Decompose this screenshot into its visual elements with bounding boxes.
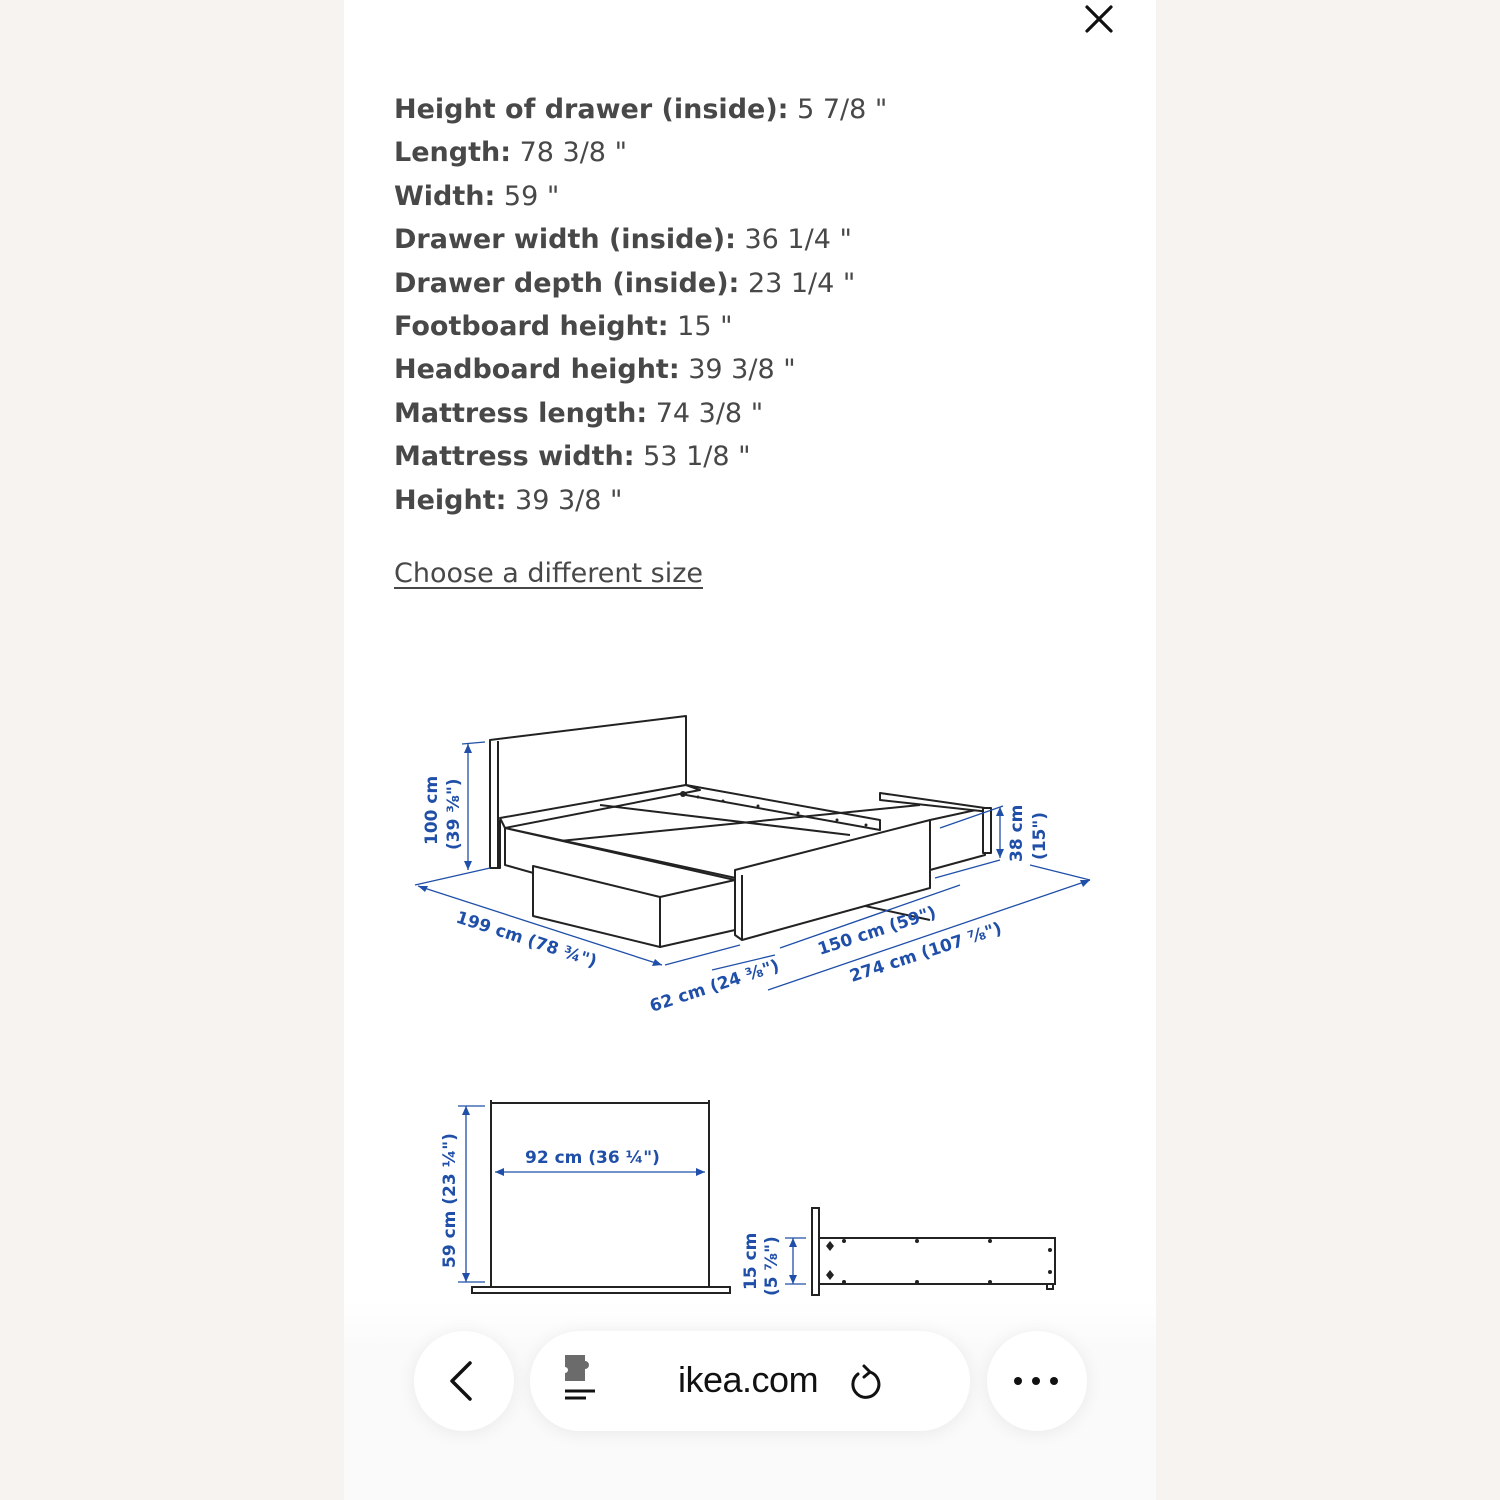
spec-row: Height of drawer (inside): 5 7/8 " xyxy=(394,88,1094,131)
spec-label: Headboard height: xyxy=(394,354,680,386)
drawer-width-label: 92 cm (36 ¼") xyxy=(525,1148,660,1168)
spec-row: Drawer depth (inside): 23 1/4 " xyxy=(394,262,1094,305)
url-text[interactable]: ikea.com xyxy=(678,1359,819,1400)
spec-label: Width: xyxy=(394,180,496,212)
spec-label: Mattress width: xyxy=(394,441,635,473)
more-options-button[interactable] xyxy=(987,1331,1087,1431)
spec-row: Drawer width (inside): 36 1/4 " xyxy=(394,218,1094,261)
more-icon xyxy=(1014,1377,1058,1385)
choose-different-size-link[interactable]: Choose a different size xyxy=(394,558,703,589)
drawer-height-inch-label: (5 ⅞") xyxy=(762,1236,782,1296)
spec-value: 5 7/8 " xyxy=(797,94,888,125)
spec-label: Mattress length: xyxy=(394,397,648,429)
drawer-depth-label: 59 cm (23 ¼") xyxy=(440,1133,460,1268)
spec-value: 23 1/4 " xyxy=(747,267,856,299)
spec-label: Drawer depth (inside): xyxy=(394,267,740,299)
spec-value: 39 3/8 " xyxy=(688,354,796,386)
drawer-extension-label: 62 cm (24 ⅜") xyxy=(647,956,781,1017)
dimension-diagram: 100 cm (39 ⅜") 199 cm (78 ¾") 62 cm (24 … xyxy=(400,700,1120,1320)
spec-row: Mattress width: 53 1/8 " xyxy=(394,435,1094,478)
spec-label: Height of drawer (inside): xyxy=(394,94,789,125)
drawer-side-view xyxy=(811,1207,1056,1296)
spec-value: 39 3/8 " xyxy=(515,484,623,516)
spec-value: 59 " xyxy=(503,180,560,212)
dimension-spec-list: Height of drawer (inside): 5 7/8 " Lengt… xyxy=(394,88,1094,522)
close-icon xyxy=(1085,5,1113,33)
bed-height-label: 100 cm xyxy=(422,776,442,845)
spec-label: Drawer width (inside): xyxy=(394,224,736,256)
spec-value: 15 " xyxy=(677,311,733,343)
drawer-height-label: 15 cm xyxy=(741,1233,761,1290)
spec-label: Length: xyxy=(394,137,511,169)
footboard-height-label: 38 cm xyxy=(1007,805,1027,862)
back-button[interactable] xyxy=(414,1331,514,1431)
spec-value: 53 1/8 " xyxy=(643,441,751,473)
spec-row: Mattress length: 74 3/8 " xyxy=(394,392,1094,435)
puzzle-icon[interactable] xyxy=(560,1351,600,1411)
spec-row: Headboard height: 39 3/8 " xyxy=(394,348,1094,391)
chevron-left-icon xyxy=(450,1361,472,1401)
spec-row: Height: 39 3/8 " xyxy=(394,479,1094,522)
footboard-height-inch-label: (15") xyxy=(1030,812,1050,860)
spec-label: Height: xyxy=(394,484,507,516)
spec-row: Length: 78 3/8 " xyxy=(394,131,1094,174)
spec-value: 36 1/4 " xyxy=(744,224,852,256)
bed-line-drawing: 100 cm (39 ⅜") 199 cm (78 ¾") 62 cm (24 … xyxy=(414,715,1091,1296)
spec-value: 78 3/8 " xyxy=(519,137,627,169)
spec-label: Footboard height: xyxy=(394,311,669,343)
spec-row: Footboard height: 15 " xyxy=(394,305,1094,348)
close-button[interactable] xyxy=(1080,0,1118,38)
address-bar[interactable]: ikea.com xyxy=(530,1331,970,1431)
bed-height-inch-label: (39 ⅜") xyxy=(444,778,464,850)
reload-icon[interactable] xyxy=(846,1363,886,1403)
drawer-top-view xyxy=(471,1100,731,1294)
spec-row: Width: 59 " xyxy=(394,175,1094,218)
spec-value: 74 3/8 " xyxy=(655,397,764,429)
